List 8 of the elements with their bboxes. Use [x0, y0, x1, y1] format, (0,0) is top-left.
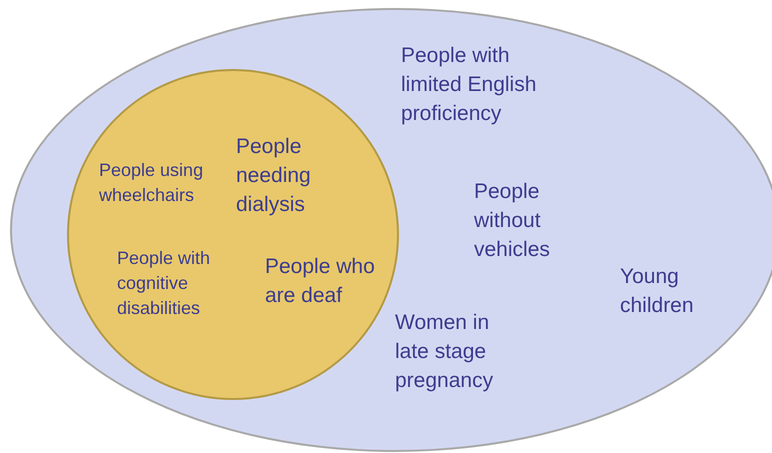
- group-label: People with limited English proficiency: [401, 43, 538, 127]
- group-label: People with cognitive disabilities: [117, 247, 212, 320]
- group-label: Women in late stage pregnancy: [395, 310, 494, 394]
- group-label: People who are deaf: [265, 254, 376, 309]
- group-label: People using wheelchairs: [99, 159, 204, 207]
- group-label: People without vehicles: [474, 179, 551, 263]
- group-label: People needing dialysis: [236, 134, 312, 218]
- group-label: Young children: [620, 264, 695, 319]
